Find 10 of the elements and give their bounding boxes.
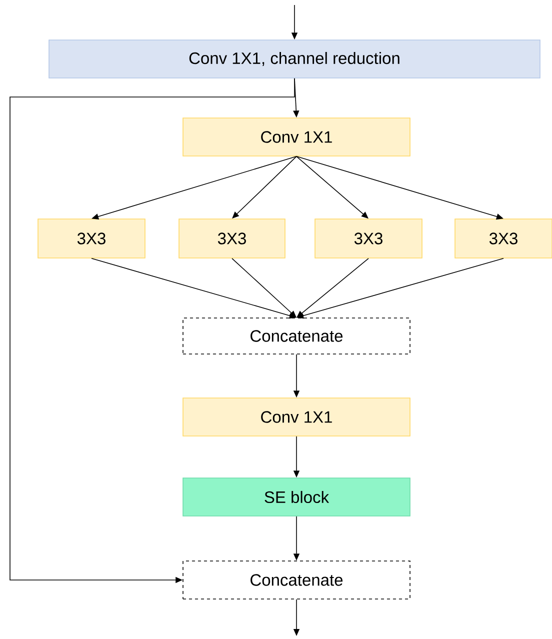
- process-box: Conv 1X1: [182, 398, 410, 436]
- process-box: SE block: [182, 478, 410, 516]
- process-box: 3X3: [178, 218, 286, 258]
- process-box: 3X3: [38, 218, 146, 258]
- process-box: Conv 1X1: [182, 118, 410, 156]
- dashed-box: Concatenate: [182, 560, 410, 600]
- dashed-box: Concatenate: [182, 318, 410, 354]
- process-box: Conv 1X1, channel reduction: [48, 40, 540, 78]
- process-box: 3X3: [454, 218, 552, 258]
- process-box: 3X3: [314, 218, 422, 258]
